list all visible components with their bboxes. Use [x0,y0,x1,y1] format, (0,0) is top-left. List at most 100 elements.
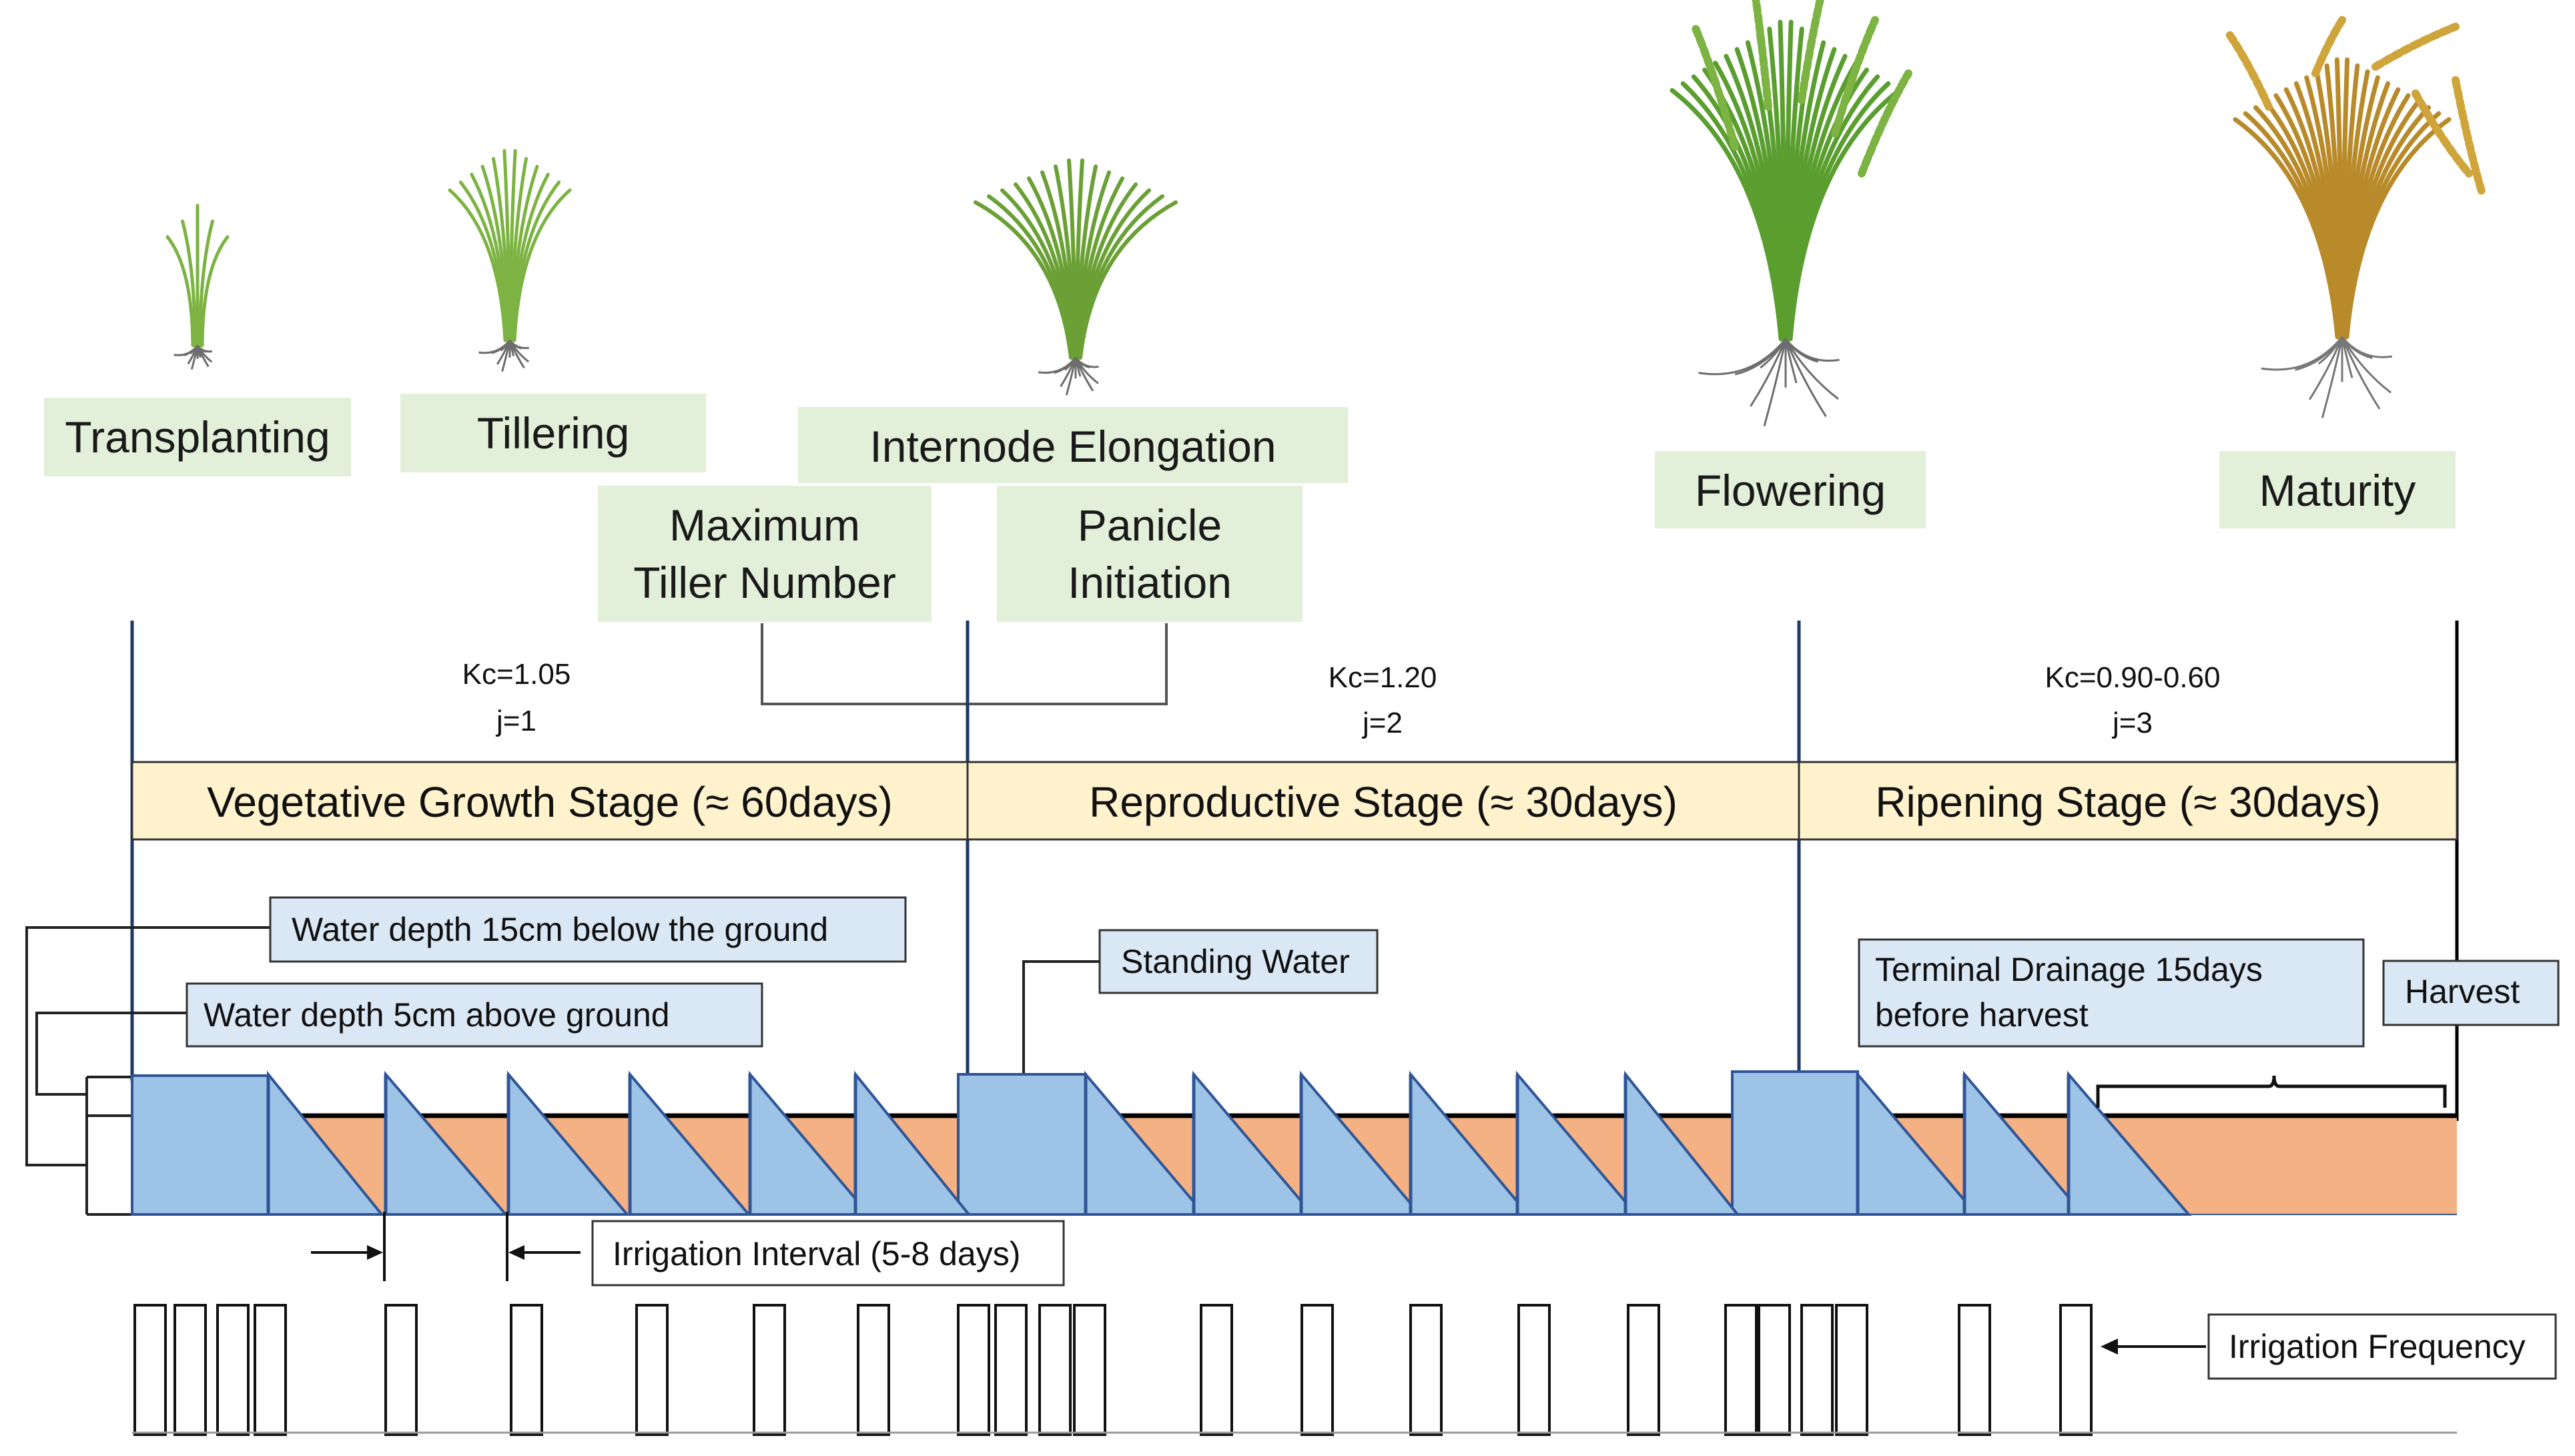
stage-maturity: Maturity [2219,451,2456,528]
plant-leaf [2344,117,2452,340]
irrigation-event-bar [1301,1304,1334,1436]
plant-root [1763,338,1787,427]
callout-water-below: Water depth 15cm below the ground [292,911,828,948]
phase-ripening: Ripening Stage (≈ 30days) [1875,778,2380,826]
stage-internode-elongation: Internode Elongation [798,407,1348,483]
label-box [400,394,706,472]
kc-value: Kc=0.90-0.60 [2045,661,2221,694]
leader-below-ground [25,926,270,1166]
plant-panicle [2452,76,2486,198]
stage-name-line1: Maximum [669,500,860,550]
irrigation-event-bar [1517,1304,1551,1436]
label-box [997,486,1303,622]
stage-name-line2: Initiation [1068,558,1232,607]
callout-harvest: Harvest [2405,973,2520,1010]
j-value: j=1 [495,705,536,737]
plant-leaf [1788,88,1902,342]
callout-box [591,1220,1065,1287]
callout-standing-water: Standing Water [1121,943,1350,980]
callout-box [269,896,907,963]
callout-terminal-drainage-line2: before harvest [1875,996,2089,1034]
irrigation-event-bar [1724,1304,1758,1436]
plant-panicle [1691,23,1739,151]
standing-water-block [131,1074,270,1216]
arrow-left-icon [508,1245,524,1260]
plant-leaf [198,220,214,348]
stage-name: Transplanting [65,412,330,462]
plant-leaf [512,188,572,342]
plant-leaf [1078,200,1178,360]
plant-illustrations [165,0,2486,427]
plant-root [1074,357,1099,368]
callout-terminal-drainage-line1: Terminal Drainage 15days [1875,951,2263,988]
plant-root [196,345,213,353]
irrigation-event-bar [957,1304,990,1436]
phase-vegetative: Vegetative Growth Stage (≈ 60days) [207,778,893,826]
phase-dividers [130,621,1801,1081]
irrigation-interval: Irrigation Interval (5-8 days) [311,1212,1065,1287]
stage-name: Internode Elongation [869,422,1276,471]
standing-water-block [1731,1070,1859,1216]
irrigation-event-bar [384,1304,418,1436]
stage-name: Maturity [2259,466,2416,515]
water-depth-leaders [25,926,270,1216]
stage-name: Tillering [477,408,630,458]
plant-panicle [1798,0,1824,104]
irrigation-event-bar [1200,1304,1233,1436]
irrigation-frequency-label: Irrigation Frequency [2101,1313,2557,1380]
irrigation-event-bar [254,1304,287,1436]
irrigation-event-bar [635,1304,669,1436]
irrigation-event-bar [510,1304,543,1436]
label-box [598,486,932,622]
stage-name-line2: Tiller Number [633,558,896,607]
phase-bar-background [131,761,2458,841]
label-box [798,407,1348,483]
plant-leaf [200,235,230,348]
label-box [1655,451,1926,528]
plant-panicle [2371,23,2460,71]
harvest-brace [2096,1075,2447,1108]
stage-name-line1: Panicle [1078,500,1222,550]
stage-bracket [761,623,1168,705]
depth-scale-marks [87,1076,133,1216]
water-profile [131,1070,2457,1216]
plant-transplanting-icon [165,204,230,370]
callout-box [186,982,763,1048]
plant-tillering-icon [448,149,572,372]
irrigation-event-bar [857,1304,890,1436]
phase-bar: Vegetative Growth Stage (≈ 60days) Repro… [131,761,2458,841]
irrigation-event-bar [1409,1304,1443,1436]
irrigation-event-bar [2059,1304,2093,1436]
callout-irrigation-interval: Irrigation Interval (5-8 days) [613,1235,1020,1272]
irrigation-event-bar [994,1304,1028,1436]
irrigation-event-bar [1835,1304,1868,1436]
irrigation-event-bar [1073,1304,1106,1436]
callout-box [2382,960,2560,1026]
water-shapes [131,1070,2457,1216]
irrigation-event-bar [1958,1304,1991,1436]
label-box [44,398,351,476]
irrigation-event-bar [1627,1304,1660,1436]
stage-maximum-tiller-number: Maximum Tiller Number [598,486,932,622]
stage-flowering: Flowering [1655,451,1926,528]
plant-panicle [2225,29,2273,111]
plant-root [1750,338,1787,407]
plant-root [1784,338,1840,362]
stage-panicle-initiation: Panicle Initiation [997,486,1303,622]
standing-water-block [957,1073,1087,1216]
irrigation-event-bar [173,1304,207,1436]
arrow-right-icon [367,1245,383,1260]
plant-panicle [1831,16,1879,137]
stage-transplanting: Transplanting [44,398,351,476]
callout-water-above: Water depth 5cm above ground [204,996,670,1034]
label-box [2219,451,2456,528]
j-value: j=2 [1361,707,1403,739]
callout-box [1858,938,2365,1048]
arrow-left-icon [2101,1339,2118,1355]
callout-box [1098,929,1379,994]
stage-labels: Transplanting Tillering Internode Elonga… [44,394,2456,622]
irrigation-event-bar [216,1304,250,1436]
plant-leaf [181,220,197,348]
plant-root [2308,336,2343,400]
